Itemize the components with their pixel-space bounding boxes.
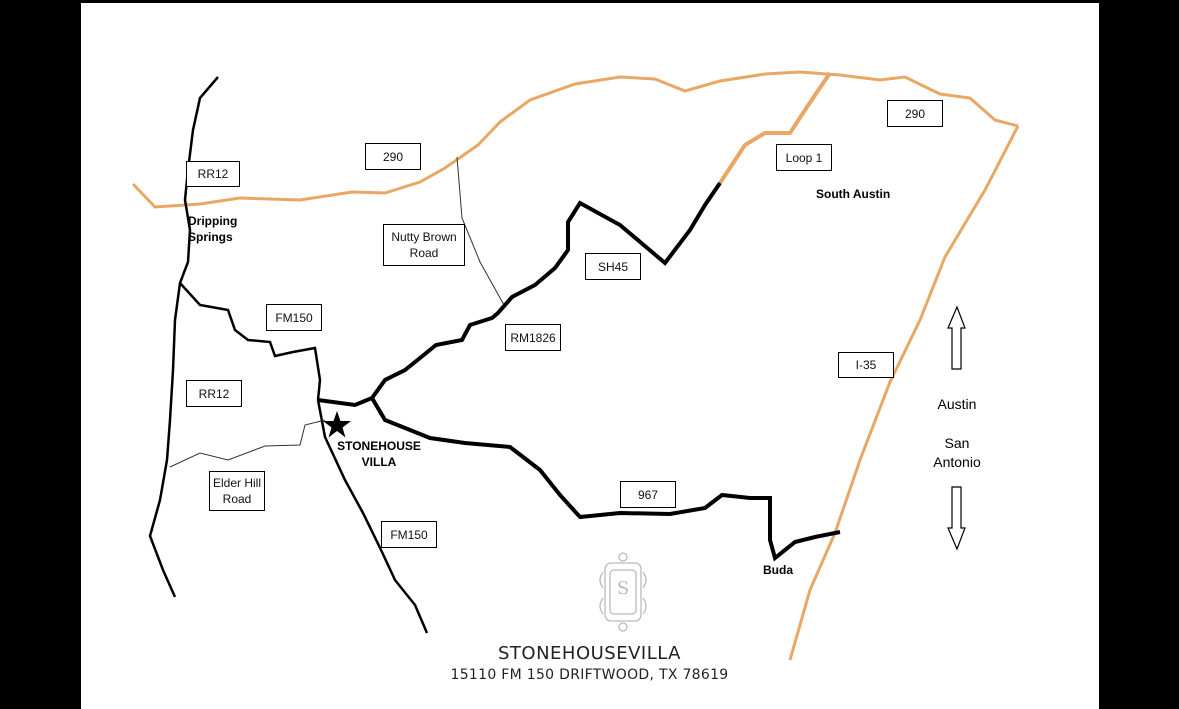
road-label-sh45: SH45 bbox=[585, 253, 641, 280]
road-label-nutty-brown: Nutty Brown Road bbox=[383, 224, 465, 266]
venue-address: 15110 FM 150 DRIFTWOOD, TX 78619 bbox=[450, 667, 729, 683]
direction-north-label: Austin bbox=[937, 396, 977, 412]
south-arrow-icon bbox=[947, 486, 966, 551]
venue-name: STONEHOUSEVILLA bbox=[497, 643, 681, 664]
road-label-elder-hill: Elder Hill Road bbox=[209, 471, 265, 511]
road-label-loop1: Loop 1 bbox=[776, 144, 832, 171]
road-label-rr12-south: RR12 bbox=[186, 380, 242, 407]
logo-letter: S bbox=[616, 578, 630, 599]
place-dripping-springs: Dripping Springs bbox=[188, 214, 238, 244]
north-arrow-icon bbox=[947, 305, 966, 370]
road-967 bbox=[370, 396, 841, 562]
place-stonehouse-villa: STONEHOUSE VILLA bbox=[337, 439, 421, 469]
road-label-rr12-north: RR12 bbox=[186, 161, 240, 187]
highway-290 bbox=[131, 70, 1019, 209]
road-label-fm150-north: FM150 bbox=[266, 304, 322, 331]
road-label-fm150-south: FM150 bbox=[381, 521, 437, 548]
road-fm150-south bbox=[316, 399, 429, 634]
road-fm150-north bbox=[179, 282, 322, 401]
road-label-290-west: 290 bbox=[365, 143, 421, 170]
road-label-290-east: 290 bbox=[887, 100, 943, 127]
highway-i35 bbox=[788, 125, 1020, 661]
road-rr12 bbox=[148, 76, 219, 598]
highway-loop1 bbox=[718, 71, 832, 185]
stonehouse-logo-icon bbox=[599, 552, 647, 632]
road-label-967: 967 bbox=[620, 481, 676, 508]
road-rm1826-sh45 bbox=[317, 181, 722, 408]
road-nutty-brown bbox=[456, 156, 505, 306]
stonehouse-star-marker bbox=[323, 411, 351, 438]
road-elder-hill bbox=[169, 419, 326, 468]
road-label-i35: I-35 bbox=[838, 352, 894, 378]
road-label-rm1826: RM1826 bbox=[505, 324, 561, 351]
direction-south-label: San Antonio bbox=[933, 435, 981, 470]
place-south-austin: South Austin bbox=[816, 187, 891, 201]
place-buda: Buda bbox=[763, 563, 793, 577]
